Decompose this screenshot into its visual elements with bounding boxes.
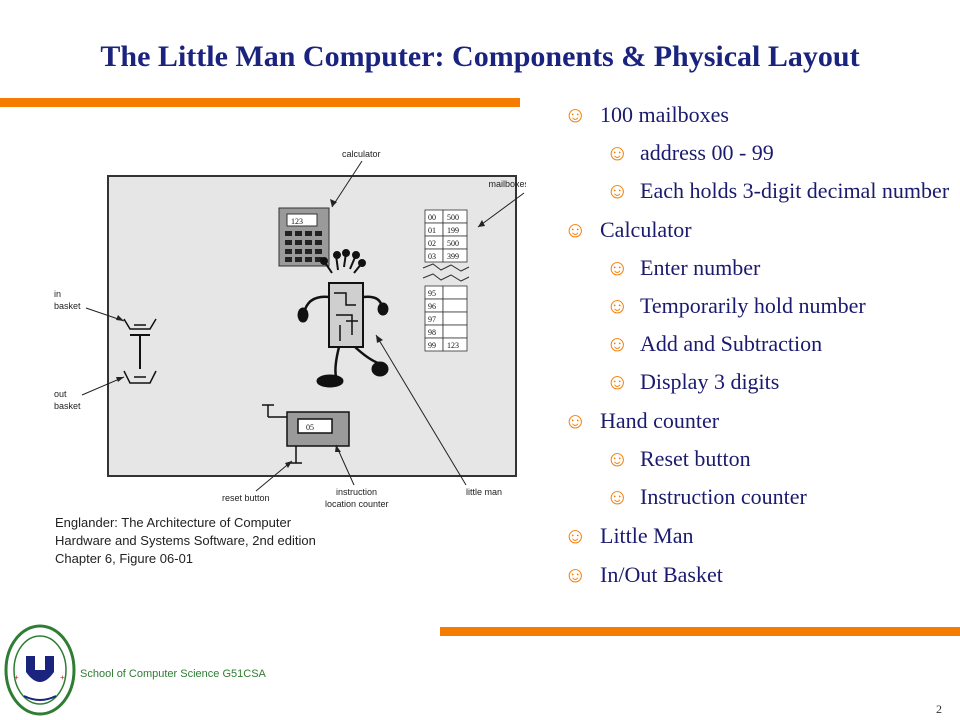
smiley-icon: ☺: [606, 178, 629, 203]
smiley-icon: ☺: [564, 523, 587, 548]
hand-counter-icon: [262, 404, 350, 464]
bullet-item: ☺ Calculator: [564, 217, 954, 243]
calculator-icon: 123: [278, 207, 330, 267]
bullet-item: ☺ In/Out Basket: [564, 562, 954, 588]
bullet-text: Hand counter: [600, 408, 720, 433]
sub-bullet-item: ☺ Add and Subtraction: [564, 331, 954, 357]
bullet-text: Instruction counter: [640, 484, 807, 509]
sub-bullet-item: ☺ address 00 - 99: [564, 140, 954, 166]
bullet-text: Calculator: [600, 217, 692, 242]
reset-button-label: reset button: [222, 493, 270, 503]
accent-bar-bottom: [440, 627, 960, 636]
mailbox-address: 95: [428, 289, 436, 298]
mailbox-address: 99: [428, 341, 436, 350]
mailbox-value-cell: [442, 337, 468, 352]
svg-text:+: +: [14, 673, 19, 682]
bullet-text: Display 3 digits: [640, 369, 780, 394]
mailbox-address: 97: [428, 315, 436, 324]
mailbox-address: 02: [428, 239, 436, 248]
sub-bullet-item: ☺ Enter number: [564, 255, 954, 281]
calculator-display: 123: [291, 217, 303, 226]
mailbox-address: 98: [428, 328, 436, 337]
mailbox-break-mark: [422, 263, 470, 282]
mailbox-address: 96: [428, 302, 436, 311]
mailbox-value-cell: [442, 324, 468, 339]
in-basket-label-2: basket: [54, 301, 81, 311]
caption-line: Hardware and Systems Software, 2nd editi…: [55, 533, 316, 548]
mailbox-value-cell: [442, 248, 468, 263]
little-man-computer-figure: 123 calculator 00 500 01 199 02 500 03 399 95 96 9…: [54, 149, 526, 509]
smiley-icon: ☺: [564, 102, 587, 127]
bullet-item: ☺ Hand counter: [564, 408, 954, 434]
page-number: 2: [936, 702, 942, 716]
smiley-icon: ☺: [564, 562, 587, 587]
smiley-icon: ☺: [606, 293, 629, 318]
smiley-icon: ☺: [606, 255, 629, 280]
instruction-counter-label-2: location counter: [325, 499, 389, 509]
out-basket-label: out: [54, 389, 67, 399]
bullet-text: Add and Subtraction: [640, 331, 823, 356]
bullet-list: ☺ 100 mailboxes ☺ address 00 - 99 ☺ Each hold…: [564, 102, 954, 588]
out-basket-icon: [123, 370, 157, 384]
counter-display: 05: [306, 423, 314, 432]
mailbox-value: 123: [447, 341, 459, 350]
mailboxes-grid: 00 500 01 199 02 500 03 399 95 96 97 98 99 123: [422, 209, 470, 352]
smiley-icon: ☺: [606, 331, 629, 356]
caption-line: Englander: The Architecture of Computer: [55, 515, 292, 530]
in-basket-label: in: [54, 289, 61, 299]
instruction-counter-label: instruction: [336, 487, 377, 497]
smiley-icon: ☺: [606, 140, 629, 165]
slide-title: The Little Man Computer: Components & Ph…: [100, 40, 860, 73]
bullet-text: Enter number: [640, 255, 761, 280]
mailbox-address: 03: [428, 252, 436, 261]
basket-stand-icon: [130, 334, 150, 369]
sub-bullet-item: ☺ Instruction counter: [564, 484, 954, 510]
smiley-icon: ☺: [606, 369, 629, 394]
little-man-label: little man: [466, 487, 502, 497]
mailboxes-label: mailboxes: [488, 179, 526, 189]
mailbox-value: 199: [447, 226, 459, 235]
sub-bullet-item: ☺ Display 3 digits: [564, 369, 954, 395]
sub-bullet-item: ☺ Reset button: [564, 446, 954, 472]
caption-line: Chapter 6, Figure 06-01: [55, 551, 194, 566]
svg-text:+: +: [60, 673, 65, 682]
mailbox-value-cell: [442, 285, 468, 300]
in-basket-icon: [123, 318, 157, 330]
bullet-text: address 00 - 99: [640, 140, 774, 165]
bullet-text: Little Man: [600, 523, 694, 548]
university-crest-logo: + +: [4, 624, 76, 716]
mailbox-address: 01: [428, 226, 436, 235]
smiley-icon: ☺: [606, 446, 629, 471]
bullet-item: ☺ Little Man: [564, 523, 954, 549]
sub-bullet-item: ☺ Temporarily hold number: [564, 293, 954, 319]
mailbox-value: 500: [447, 213, 459, 222]
calculator-label: calculator: [342, 149, 381, 159]
bullet-text: In/Out Basket: [600, 562, 723, 587]
mailbox-value: 500: [447, 239, 459, 248]
bullet-text: Reset button: [640, 446, 751, 471]
mailbox-address: 00: [428, 213, 436, 222]
footer-text: School of Computer Science G51CSA: [80, 668, 266, 680]
little-man-icon: [297, 249, 389, 388]
bullet-text: 100 mailboxes: [600, 102, 729, 127]
out-basket-label-2: basket: [54, 401, 81, 411]
mailbox-value: 399: [447, 252, 459, 261]
sub-bullet-item: ☺ Each holds 3-digit decimal number: [564, 178, 954, 204]
figure-caption: Englander: The Architecture of Computer …: [55, 514, 375, 568]
smiley-icon: ☺: [564, 217, 587, 242]
mailbox-value-cell: [442, 298, 468, 313]
bullet-item: ☺ 100 mailboxes: [564, 102, 954, 128]
bullet-text: Each holds 3-digit decimal number: [640, 178, 950, 203]
accent-bar-top: [0, 98, 520, 107]
smiley-icon: ☺: [606, 484, 629, 509]
bullet-text: Temporarily hold number: [640, 293, 866, 318]
mailbox-value-cell: [442, 311, 468, 326]
smiley-icon: ☺: [564, 408, 587, 433]
